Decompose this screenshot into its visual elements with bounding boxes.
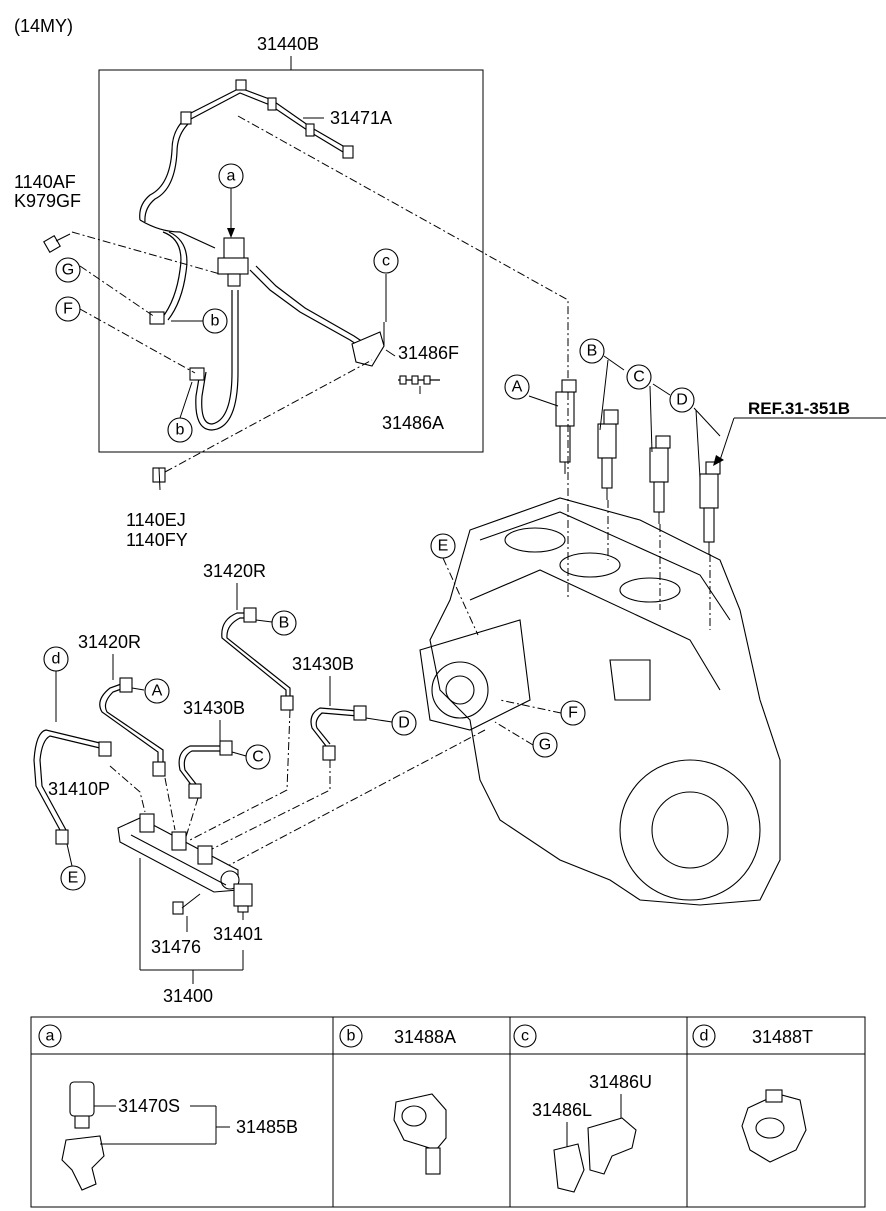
engine-block: [419, 392, 781, 906]
injector-A: [555, 379, 577, 474]
table-letter-d: d: [700, 1028, 709, 1045]
callout-b-lower: b: [167, 417, 193, 443]
part-label-1140FY: 1140FY: [126, 530, 188, 550]
part-label-31470S: 31470S: [118, 1096, 180, 1116]
svg-text:F: F: [63, 301, 73, 318]
reference-label: REF.31-351B: [748, 399, 850, 418]
svg-text:D: D: [398, 715, 410, 732]
return-hose-assembly-box: [98, 69, 484, 453]
callout-a-top: a: [218, 163, 244, 189]
part-label-31486F: 31486F: [398, 343, 459, 363]
detail-table: [30, 1016, 866, 1208]
part-label-31401: 31401: [213, 924, 263, 944]
svg-text:A: A: [512, 379, 523, 396]
callout-F-engine: F: [560, 700, 586, 726]
svg-text:C: C: [252, 749, 264, 766]
part-label-31430B-c: 31430B: [183, 698, 245, 718]
table-cell-d: d 31488T: [692, 1024, 813, 1163]
part-label-31430B-d: 31430B: [292, 654, 354, 674]
part-label-31486U: 31486U: [589, 1072, 652, 1092]
injector-B: [597, 409, 619, 500]
svg-text:b: b: [211, 313, 220, 330]
part-label-31410P: 31410P: [48, 779, 110, 799]
injector-D: [699, 461, 721, 554]
svg-text:c: c: [382, 253, 390, 270]
callout-c-top: c: [373, 248, 399, 274]
svg-text:G: G: [539, 737, 551, 754]
callout-G-engine: G: [532, 732, 558, 758]
part-label-31476: 31476: [151, 937, 201, 957]
svg-text:B: B: [587, 343, 598, 360]
sensor-31401: [233, 883, 253, 913]
connector-b-upper: [149, 311, 165, 325]
connector-b-lower: [189, 367, 205, 381]
bolt-1140EJ: [152, 467, 166, 491]
svg-text:d: d: [52, 651, 61, 668]
clip-31486L-icon: [553, 1143, 585, 1193]
part-label-1140EJ: 1140EJ: [126, 510, 186, 530]
part-label-K979GF: K979GF: [14, 191, 81, 211]
part-label-31420R-b: 31420R: [203, 561, 266, 581]
part-label-31488A: 31488A: [394, 1027, 456, 1047]
callout-E-pipe: E: [60, 843, 86, 891]
part-label-31486A: 31486A: [382, 413, 444, 433]
callout-F-left: F: [55, 296, 81, 322]
common-rail-31400: [117, 813, 240, 893]
callout-D-injector: D: [669, 387, 695, 413]
part-label-31485B: 31485B: [236, 1117, 298, 1137]
callout-b-upper: b: [202, 308, 228, 334]
model-year-label: (14MY): [14, 16, 73, 36]
bolt-31476: [172, 893, 201, 915]
callout-C-injector: C: [626, 364, 652, 390]
high-pressure-pipes: [33, 607, 367, 845]
callout-D-pipe: D: [365, 710, 417, 736]
part-label-31420R-a: 31420R: [78, 632, 141, 652]
svg-text:a: a: [227, 168, 236, 185]
part-label-31488T: 31488T: [752, 1027, 813, 1047]
table-letter-b: b: [347, 1028, 356, 1045]
injector-C: [649, 435, 671, 524]
return-hose-pipes: [139, 87, 370, 431]
callout-C-pipe: C: [231, 744, 271, 770]
svg-text:B: B: [279, 615, 290, 632]
joint-31485B-icon: [61, 1135, 105, 1191]
part-label-31486L: 31486L: [532, 1100, 592, 1120]
svg-text:A: A: [152, 683, 163, 700]
part-label-31440B: 31440B: [257, 34, 319, 54]
table-cell-b: b 31488A: [339, 1024, 456, 1175]
part-label-1140AF: 1140AF: [14, 172, 76, 192]
table-letter-c: c: [521, 1028, 529, 1045]
pressure-sensor-a: [223, 237, 245, 261]
bolt-1140AF: [43, 233, 71, 253]
callout-A-injector: A: [504, 374, 530, 400]
table-letter-a: a: [46, 1028, 55, 1045]
svg-text:G: G: [62, 262, 74, 279]
svg-text:b: b: [176, 422, 185, 439]
svg-text:D: D: [676, 392, 688, 409]
callout-B-injector: B: [579, 338, 605, 364]
part-label-31400: 31400: [163, 986, 213, 1006]
callout-d-pipe: d: [43, 646, 69, 672]
svg-text:E: E: [438, 538, 449, 555]
sensor-31470S-icon: [69, 1081, 95, 1117]
callout-G-left: G: [55, 257, 81, 283]
bracket-c: [351, 331, 385, 367]
part-label-31471A: 31471A: [330, 108, 392, 128]
callout-B-pipe: B: [255, 610, 297, 636]
table-cell-c: c 31486U 31486L: [513, 1024, 652, 1193]
callout-A-pipe: A: [131, 678, 170, 704]
svg-text:F: F: [568, 705, 578, 722]
svg-text:C: C: [633, 369, 645, 386]
callout-E-engine: E: [430, 533, 456, 559]
svg-text:E: E: [68, 870, 79, 887]
table-cell-a: a 31470S 31485B: [38, 1024, 298, 1191]
bracket-31486U-icon: [587, 1117, 637, 1175]
